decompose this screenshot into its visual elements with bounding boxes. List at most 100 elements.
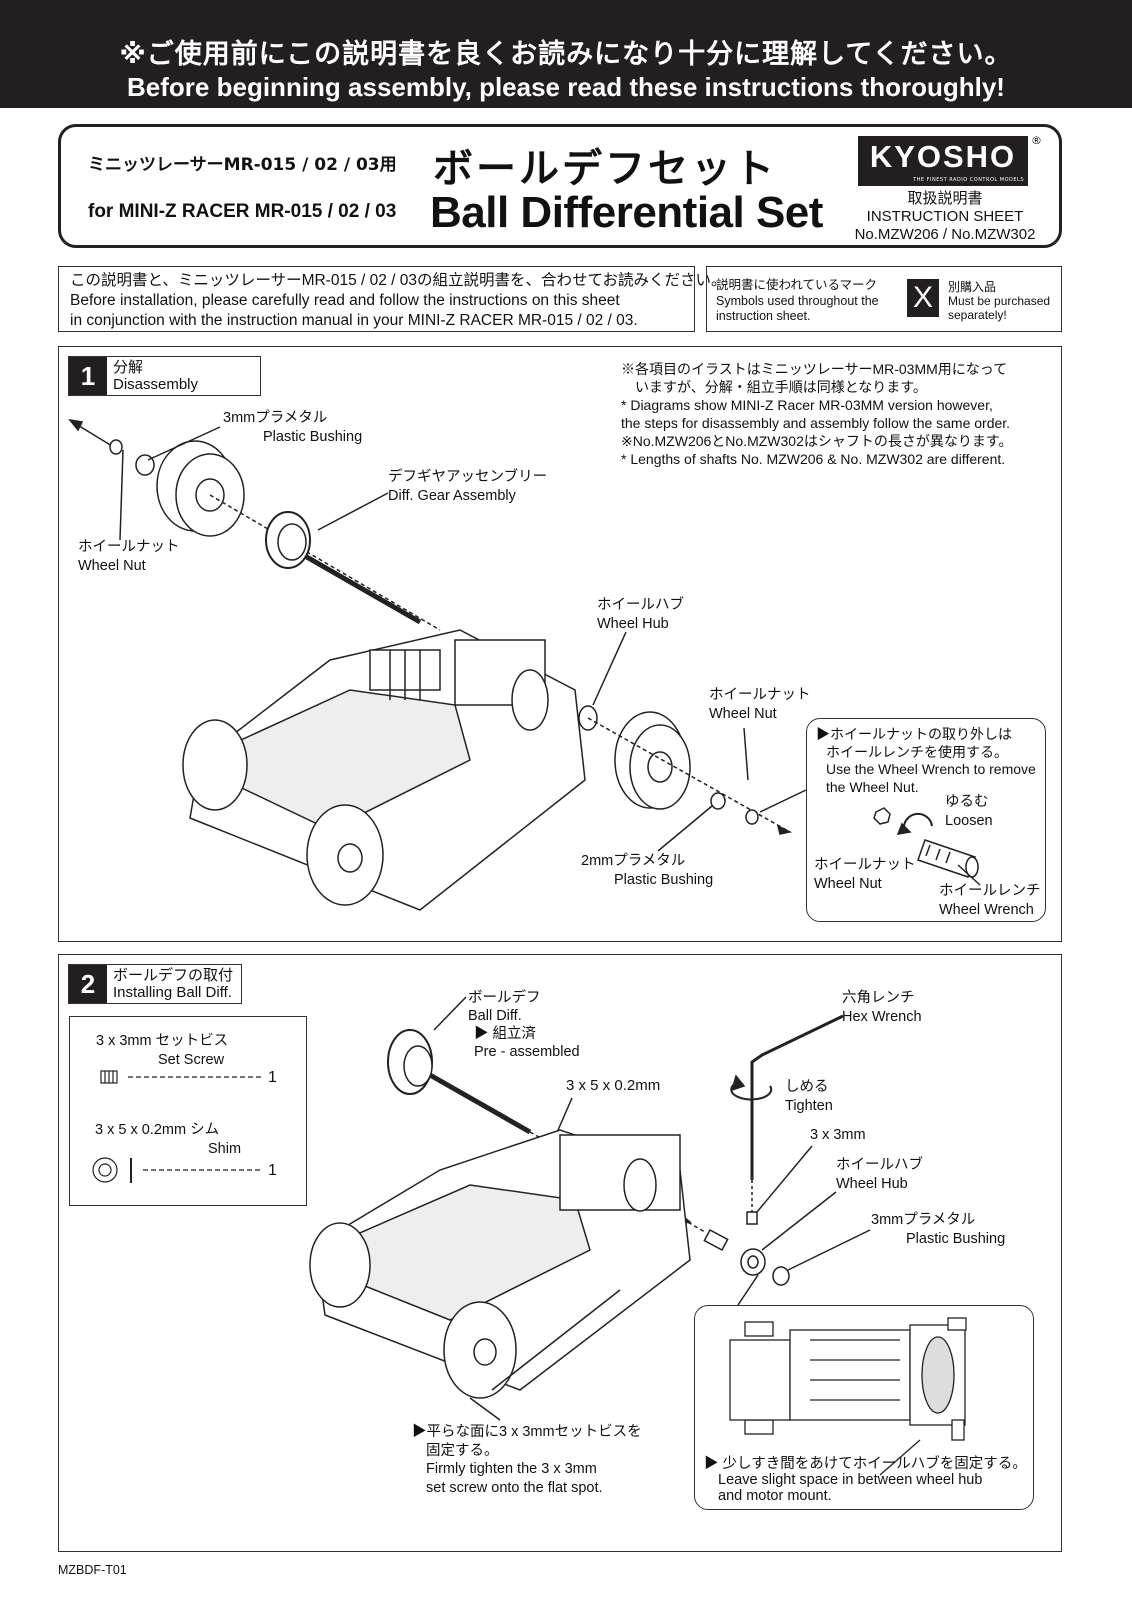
instruction-en: INSTRUCTION SHEET [866,208,1024,225]
ball-diff-jp: ボールデフ [468,990,541,1006]
hex-wrench [750,1014,844,1180]
space-jp: ▶ 少しすき間をあけてホイールハブを固定する。 [704,1456,1027,1472]
set-screw [746,1211,758,1225]
tighten-en: Tighten [785,1098,833,1114]
separate-purchase-icon: X [907,279,939,317]
ball-diff-en: Ball Diff. [468,1008,522,1024]
callout-en1: Use the Wheel Wrench to remove [826,761,1036,777]
hex-wrench-en: Hex Wrench [842,1009,922,1025]
step2-label-en: Installing Ball Diff. [113,984,232,1001]
registered-mark: ® [1031,134,1042,147]
flat-spot-jp1: ▶平らな面に3 x 3mmセットビスを [412,1424,642,1440]
logo-name: KYOSHO [869,139,1017,174]
symbols-jp: 説明書に使われているマーク [716,278,878,292]
logo-tagline: THE FINEST RADIO CONTROL MODELS [913,177,1024,183]
diff-assembly-label: デフギヤアッセンブリー Diff. Gear Assembly [388,468,547,506]
bushing-step2-jp: 3mmプラメタル [871,1212,976,1228]
note-line: * Lengths of shafts No. MZW206 & No. MZW… [621,451,1006,467]
bushing-step2-label: 3mmプラメタル Plastic Bushing [871,1211,1005,1249]
step1-label-jp: 分解 [113,359,144,376]
wrench-callout [806,718,1046,922]
step1-number: 1 [69,357,107,395]
loosen-jp: ゆるむ [945,794,989,810]
hex-wrench-jp: 六角レンチ [842,990,915,1006]
callout-wrench-label: ホイールレンチ Wheel Wrench [939,882,1041,920]
part-shim-jp: 3 x 5 x 0.2mm シム [95,1122,220,1138]
kyosho-logo: KYOSHO THE FINEST RADIO CONTROL MODELS [858,136,1028,186]
part-setscrew-qty: 1 [268,1069,277,1086]
hub2-jp: ホイールハブ [836,1157,923,1173]
warning-jp: ※ご使用前にこの説明書を良くお読みになり十分に理解してください。 [119,39,1013,70]
flat-spot-note: ▶平らな面に3 x 3mmセットビスを 固定する。 Firmly tighten… [412,1423,642,1497]
plastic-bushing-2mm [710,792,726,810]
part-shim-en: Shim [208,1141,242,1157]
rear-section [729,1339,791,1421]
step1-label: 分解 Disassembly [113,359,198,393]
bushing2-en: Plastic Bushing [614,872,714,888]
step1-label-en: Disassembly [113,376,199,393]
callout-en2: the Wheel Nut. [826,778,919,795]
intro-box [58,266,695,332]
intro-line3: in conjunction with the instruction manu… [70,312,638,329]
step2-section [58,954,1062,1552]
parts-box [69,1016,307,1206]
symbols-en2: instruction sheet. [716,309,811,323]
ball-diff-label: ボールデフ Ball Diff. ▶ 組立済 Pre - assembled [468,989,580,1061]
shim-size-label: 3 x 5 x 0.2mm [566,1077,661,1094]
nut-right-label: ホイールナット Wheel Nut [709,686,811,724]
part-setscrew: 3 x 3mm セットビス Set Screw [96,1032,228,1070]
note-line: the steps for disassembly and assembly f… [621,415,1011,431]
hub2-label: ホイールハブ Wheel Hub [836,1156,923,1194]
step2-number: 2 [69,965,107,1003]
wheel-hub-step2 [740,1248,766,1276]
warning-en: Before beginning assembly, please read t… [127,72,1005,102]
hub2-en: Wheel Hub [836,1176,908,1192]
screw-size-label: 3 x 3mm [810,1127,866,1143]
note-line: いますが、分解・組立手順は同様となります。 [621,379,927,395]
tighten-arrow [730,1082,773,1101]
wheel-nut-right [745,809,759,825]
separate-en1: Must be purchased [948,294,1051,308]
product-title-jp: ボールデフセット [433,146,777,192]
space-en1: Leave slight space in between wheel hub [718,1472,983,1488]
document-code: MZBDF-T01 [58,1563,127,1577]
intro-line1: この説明書と、ミニッツレーサーMR-015 / 02 / 03の組立説明書を、合… [70,272,727,289]
callout-wrench-jp: ホイールレンチ [939,883,1041,899]
callout-jp2: ホイールレンチを使用する。 [826,743,1008,760]
bushing3-en: Plastic Bushing [263,429,363,445]
model-numbers: No.MZW206 / No.MZW302 [854,226,1036,243]
subtitle-en: for MINI-Z RACER MR-015 / 02 / 03 [88,201,397,222]
bushing2-label: 2mmプラメタル Plastic Bushing [581,852,713,890]
callout-text: ▶ホイールナットの取り外しは ホイールレンチを使用する。 Use the Whe… [816,726,1036,796]
nut-left-jp: ホイールナット [78,539,180,555]
arrow-head [68,418,84,432]
diff-assembly-en: Diff. Gear Assembly [388,488,516,504]
step1-section [58,346,1062,942]
flat-spot-jp2: 固定する。 [426,1442,499,1459]
hub-jp: ホイールハブ [597,597,684,613]
bushing3-label: 3mmプラメタル Plastic Bushing [223,409,362,447]
diff-assembly-jp: デフギヤアッセンブリー [388,469,548,485]
subtitle-jp: ミニッツレーサーMR-015 / 02 / 03用 [88,155,397,175]
hub-label: ホイールハブ Wheel Hub [597,596,684,634]
tighten-jp: しめる [785,1079,829,1095]
part-setscrew-en: Set Screw [158,1052,225,1068]
nut-left-en: Wheel Nut [78,558,146,574]
loosen-en: Loosen [945,813,993,829]
flat-spot-en2: set screw onto the flat spot. [426,1479,603,1496]
callout-jp1: ▶ホイールナットの取り外しは [816,726,1012,742]
bushing2-jp: 2mmプラメタル [581,853,686,869]
flat-spot-en1: Firmly tighten the 3 x 3mm [426,1461,597,1477]
step2-label-jp: ボールデフの取付 [113,967,234,984]
plastic-bushing-step2 [772,1266,790,1286]
callout-nut-jp: ホイールナット [814,857,916,873]
separate-purchase-text: 別購入品 Must be purchased separately! [948,280,1050,322]
note-line: * Diagrams show MINI-Z Racer MR-03MM ver… [621,397,993,413]
nut-left-label: ホイールナット Wheel Nut [78,538,180,576]
callout-nut-en: Wheel Nut [814,876,882,892]
title-frame [58,124,1062,248]
step2-label: ボールデフの取付 Installing Ball Diff. [113,967,233,1001]
